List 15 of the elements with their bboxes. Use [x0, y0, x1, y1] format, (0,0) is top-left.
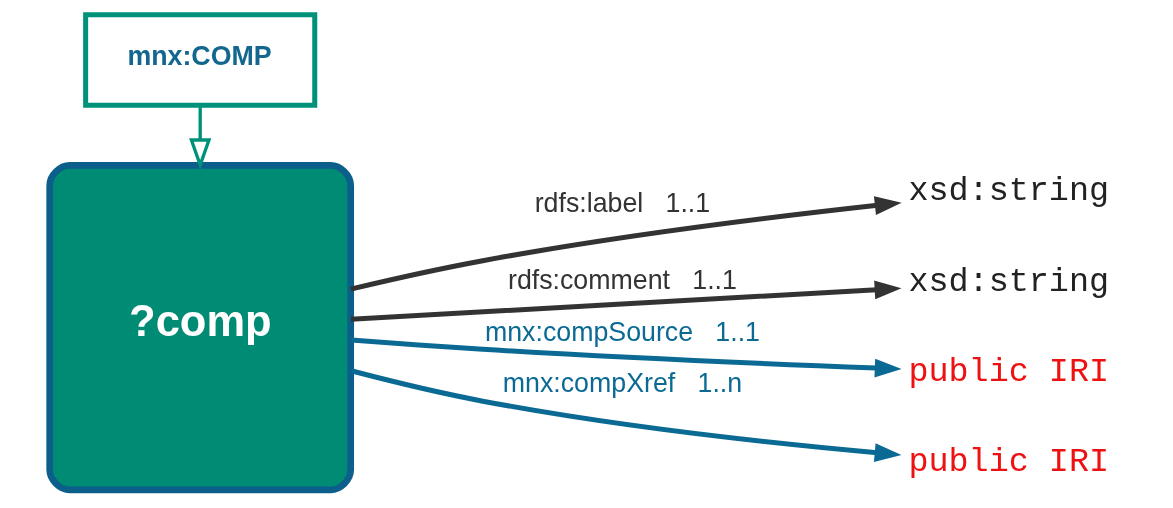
node-box: mnx:COMP — [83, 12, 318, 108]
node-text: xsd:string — [908, 262, 1110, 301]
arrow — [351, 337, 902, 378]
arrow — [350, 196, 902, 292]
node-text: public IRI — [908, 443, 1110, 482]
edge-label: rdfs:label 1..1 — [534, 187, 711, 218]
arrow — [189, 105, 212, 171]
edge-label: mnx:compXref 1..n — [502, 368, 743, 399]
edge-label: rdfs:comment 1..1 — [507, 264, 737, 295]
arrow — [350, 368, 902, 462]
node-text: public IRI — [908, 353, 1110, 392]
node-text: xsd:string — [908, 172, 1110, 211]
arrow — [350, 280, 902, 322]
edge-label: mnx:compSource 1..1 — [484, 316, 760, 347]
node-box: ?comp — [46, 162, 355, 494]
